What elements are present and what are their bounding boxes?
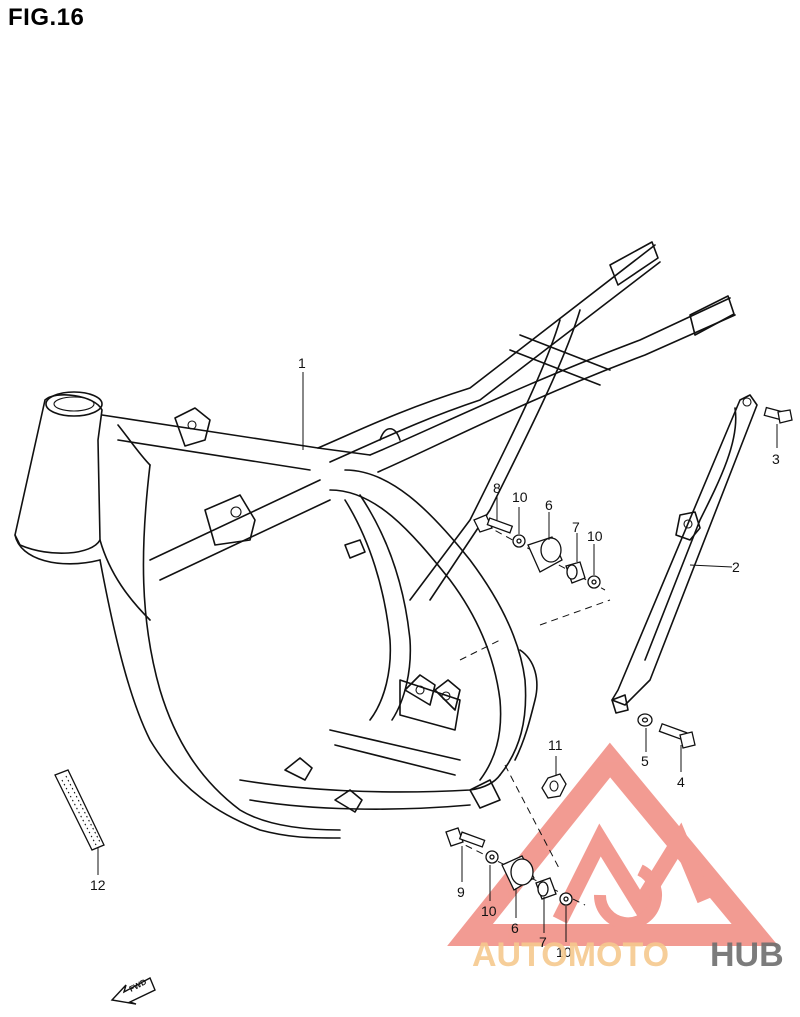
part-9-bolt [445, 827, 486, 848]
part-10-washer-upper-a [512, 534, 526, 548]
part-7-collar-upper [565, 561, 586, 584]
part-6-bushing-upper [527, 536, 563, 573]
part-12-label [54, 769, 105, 851]
part-8-bolt [473, 514, 514, 534]
part-10-washer-lower-b [559, 892, 573, 906]
callout-12: 12 [90, 877, 106, 893]
callout-7-lower: 7 [539, 934, 547, 950]
callout-7-upper: 7 [572, 519, 580, 535]
part-3-bolt [763, 406, 793, 424]
callout-2: 2 [732, 559, 740, 575]
part-5-washer [637, 713, 653, 727]
upper-mount-hardware [473, 514, 601, 589]
callout-3: 3 [772, 451, 780, 467]
part-10-washer-upper-b [587, 575, 601, 589]
watermark-text: AUTOMOTO HUB [472, 936, 784, 974]
part-6-bushing-lower [501, 855, 535, 891]
callout-1: 1 [298, 355, 306, 371]
part-10-washer-lower-a [485, 850, 499, 864]
watermark-logo [447, 742, 779, 946]
lower-mount-hardware [445, 827, 573, 906]
part-4-bolt [658, 722, 696, 749]
part-2-stay [611, 394, 758, 714]
callout-5: 5 [641, 753, 649, 769]
part-11-nut [541, 773, 567, 799]
callout-8: 8 [493, 480, 501, 496]
watermark-text-auto-moto: AUTOMOTO [472, 936, 669, 974]
callout-numbers: 1 2 3 4 5 6 6 7 7 8 9 10 10 10 10 11 12 [90, 355, 780, 960]
callout-10-lower-b: 10 [556, 944, 572, 960]
callout-4: 4 [677, 774, 685, 790]
callout-10-lower-a: 10 [481, 903, 497, 919]
figure-title: FIG.16 [8, 4, 85, 31]
leader-lines [97, 372, 778, 942]
callout-10-upper-a: 10 [512, 489, 528, 505]
callout-6-upper: 6 [545, 497, 553, 513]
callout-9: 9 [457, 884, 465, 900]
forward-arrow-icon: FWD [110, 977, 156, 1005]
frame-main [14, 241, 736, 839]
callout-11: 11 [548, 737, 563, 753]
part-7-collar-lower [535, 877, 557, 900]
watermark-text-hub: HUB [710, 936, 784, 974]
callout-10-upper-b: 10 [587, 528, 603, 544]
callout-6-lower: 6 [511, 920, 519, 936]
